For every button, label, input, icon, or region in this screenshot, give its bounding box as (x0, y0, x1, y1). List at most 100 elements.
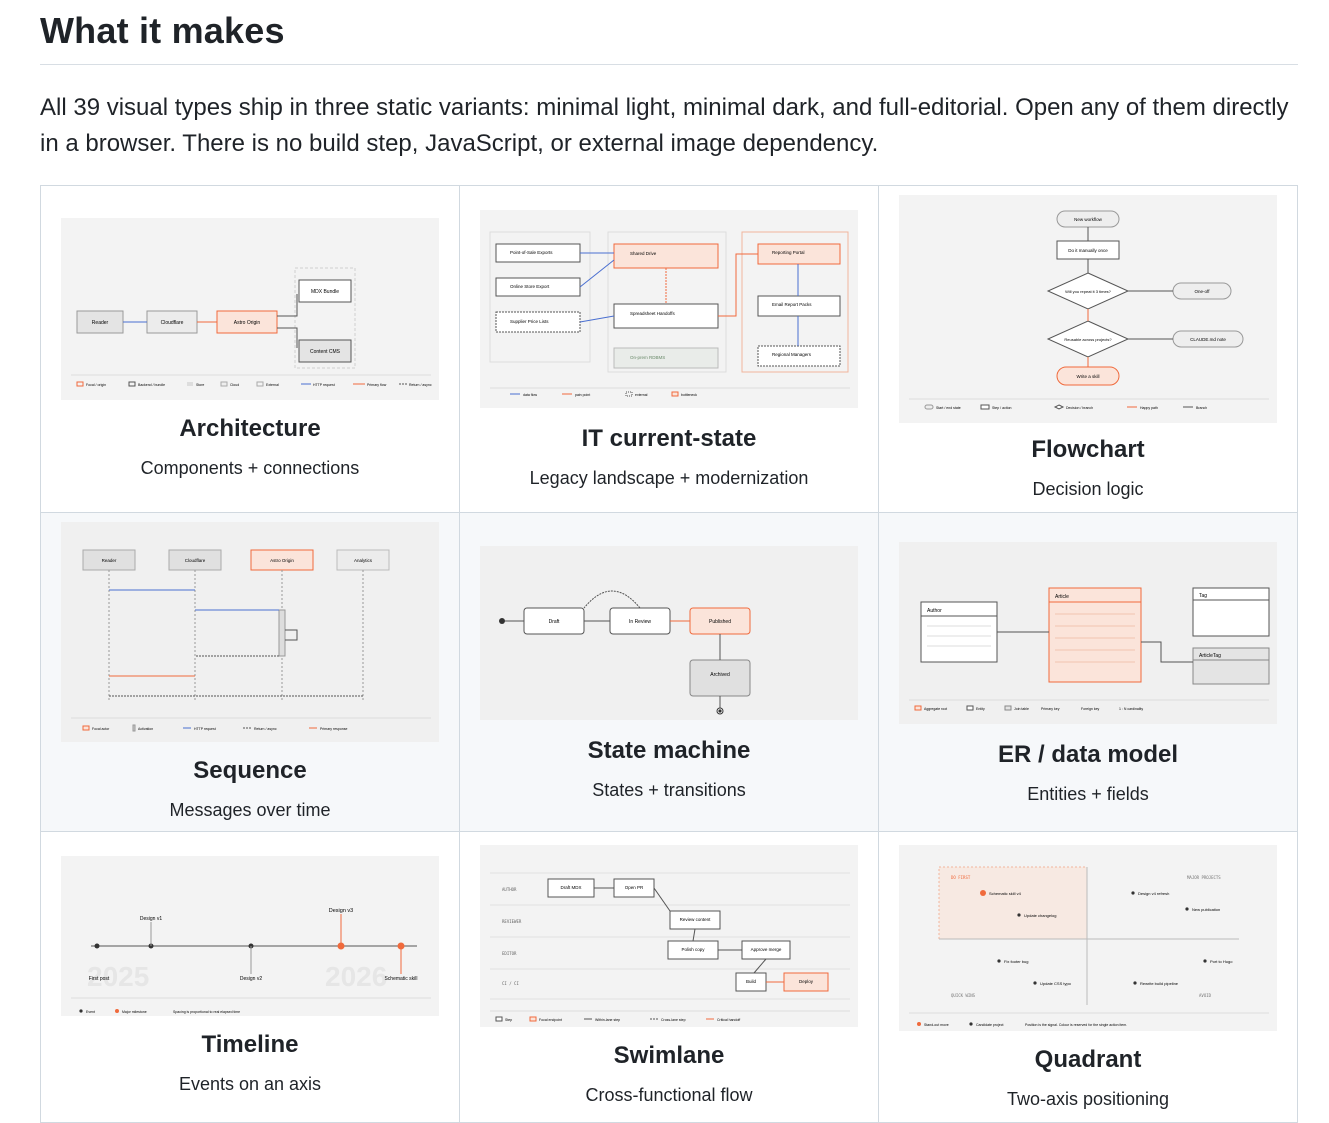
svg-text:Supplier Price Lists: Supplier Price Lists (510, 319, 549, 324)
svg-text:Cloud: Cloud (230, 383, 239, 387)
card-subtitle: States + transitions (592, 780, 746, 800)
swimlane-diagram: AUTHOR REVIEWER EDITOR CI / CI Draft MDX… (490, 872, 850, 1022)
swimlane-preview[interactable]: AUTHOR REVIEWER EDITOR CI / CI Draft MDX… (480, 845, 858, 1027)
svg-text:Primary response: Primary response (320, 727, 347, 731)
svg-text:Backend / bundle: Backend / bundle (138, 383, 165, 387)
svg-text:Draft MDX: Draft MDX (560, 885, 581, 890)
svg-text:New workflow: New workflow (1074, 217, 1103, 222)
card-swimlane: AUTHOR REVIEWER EDITOR CI / CI Draft MDX… (459, 831, 879, 1123)
svg-text:Focal / origin: Focal / origin (86, 383, 106, 387)
svg-text:Review content: Review content (680, 917, 712, 922)
svg-text:DO FIRST: DO FIRST (951, 875, 971, 880)
svg-text:Primary flow: Primary flow (367, 383, 387, 387)
svg-text:Major milestone: Major milestone (122, 1010, 147, 1014)
card-title: Sequence (193, 757, 307, 784)
sequence-preview[interactable]: Reader Cloudflare Astro Origin Analytics (61, 522, 439, 742)
intro-paragraph: All 39 visual types ship in three static… (40, 94, 1289, 157)
card-subtitle: Two-axis positioning (1006, 1089, 1170, 1109)
svg-text:One-off: One-off (1195, 289, 1211, 294)
flowchart-diagram: New workflow Do it manually once Will yo… (909, 210, 1269, 410)
svg-text:1 : N cardinality: 1 : N cardinality (1119, 707, 1143, 711)
svg-text:Focal endpoint: Focal endpoint (539, 1018, 562, 1022)
card-subtitle: Legacy landscape + modernization (529, 468, 809, 488)
svg-text:Step: Step (505, 1018, 512, 1022)
svg-text:Happy path: Happy path (1140, 406, 1158, 410)
svg-text:External: External (266, 383, 279, 387)
svg-text:Return / async: Return / async (254, 727, 277, 731)
svg-text:Return / async: Return / async (409, 383, 432, 387)
svg-text:Archived: Archived (710, 672, 730, 678)
svg-text:CLAUDE.md note: CLAUDE.md note (1190, 337, 1226, 342)
svg-text:Activation: Activation (138, 727, 153, 731)
flowchart-preview[interactable]: New workflow Do it manually once Will yo… (899, 195, 1277, 423)
svg-text:2025: 2025 (87, 961, 149, 992)
svg-text:Will you repeat it 3 times?: Will you repeat it 3 times? (1065, 289, 1112, 294)
svg-text:REVIEWER: REVIEWER (502, 919, 522, 924)
svg-text:ArticleTag: ArticleTag (1199, 653, 1221, 659)
svg-text:Fix footer bug: Fix footer bug (1004, 959, 1028, 964)
svg-text:Draft: Draft (549, 619, 560, 625)
svg-text:New publication: New publication (1192, 907, 1220, 912)
card-timeline: 2025 2026 First post Design v1 (40, 831, 460, 1123)
svg-text:HTTP request: HTTP request (313, 383, 335, 387)
card-quadrant: DO FIRST MAJOR PROJECTS QUICK WINS AVOID… (878, 831, 1298, 1123)
svg-text:Update changelog: Update changelog (1024, 913, 1056, 918)
card-title: Timeline (201, 1031, 299, 1058)
svg-text:Decision / branch: Decision / branch (1066, 406, 1093, 410)
card-subtitle: Components + connections (140, 458, 360, 478)
svg-text:Position is the signal. Colour: Position is the signal. Colour is reserv… (1025, 1023, 1127, 1027)
svg-text:QUICK WINS: QUICK WINS (951, 993, 976, 998)
svg-text:Within-lane step: Within-lane step (595, 1018, 620, 1022)
svg-text:Stand-out move: Stand-out move (924, 1023, 949, 1027)
timeline-preview[interactable]: 2025 2026 First post Design v1 (61, 856, 439, 1016)
quadrant-diagram: DO FIRST MAJOR PROJECTS QUICK WINS AVOID… (909, 866, 1269, 1027)
svg-text:Cloudflare: Cloudflare (185, 558, 206, 563)
svg-text:Approve merge: Approve merge (751, 947, 782, 952)
svg-text:bottleneck: bottleneck (681, 393, 697, 397)
svg-text:Schematic skill v4: Schematic skill v4 (989, 891, 1022, 896)
svg-text:Published: Published (709, 619, 731, 625)
svg-text:Spreadsheet Handoffs: Spreadsheet Handoffs (630, 311, 675, 316)
card-sequence: Reader Cloudflare Astro Origin Analytics (40, 512, 460, 832)
svg-text:Analytics: Analytics (354, 558, 373, 563)
quadrant-preview[interactable]: DO FIRST MAJOR PROJECTS QUICK WINS AVOID… (899, 845, 1277, 1031)
svg-text:Reader: Reader (92, 320, 109, 326)
er-data-model-preview[interactable]: Author Article Tag (899, 542, 1277, 724)
svg-text:Branch: Branch (1196, 406, 1207, 410)
svg-text:Deploy: Deploy (799, 979, 814, 984)
arch-node-mdx (298, 279, 352, 303)
svg-text:Primary key: Primary key (1041, 707, 1060, 711)
svg-text:2026: 2026 (325, 961, 387, 992)
architecture-preview[interactable]: Reader Cloudflare Astro Origin MDX Bundl… (61, 218, 439, 400)
state-machine-preview[interactable]: Draft In Review Published Archived (480, 546, 858, 720)
svg-text:HTTP request: HTTP request (194, 727, 216, 731)
svg-text:Do it manually once: Do it manually once (1068, 248, 1108, 253)
svg-text:Astro Origin: Astro Origin (234, 320, 261, 326)
svg-text:Reusable across projects?: Reusable across projects? (1064, 337, 1112, 342)
card-subtitle: Events on an axis (178, 1074, 322, 1094)
visual-types-table: Reader Cloudflare Astro Origin MDX Bundl… (40, 185, 1298, 1123)
svg-text:Port to Hugo: Port to Hugo (1210, 959, 1233, 964)
svg-text:Write a skill: Write a skill (1077, 374, 1100, 379)
svg-text:CI / CI: CI / CI (502, 981, 519, 986)
svg-text:On-prem RDBMS: On-prem RDBMS (630, 355, 665, 360)
card-title: Quadrant (1034, 1046, 1142, 1073)
architecture-diagram: Reader Cloudflare Astro Origin MDX Bundl… (71, 267, 432, 387)
svg-text:Update CSS typo: Update CSS typo (1040, 981, 1072, 986)
svg-text:MDX Bundle: MDX Bundle (311, 289, 339, 295)
svg-text:Polish copy: Polish copy (681, 947, 705, 952)
svg-text:Spacing is proportional to rea: Spacing is proportional to real elapsed … (173, 1010, 240, 1014)
card-title: Swimlane (613, 1042, 725, 1069)
svg-text:Design v2: Design v2 (240, 976, 262, 982)
arch-node-cms (298, 339, 352, 363)
timeline-diagram: 2025 2026 First post Design v1 (71, 908, 431, 1014)
svg-text:Article: Article (1055, 594, 1069, 600)
card-er-data-model: Author Article Tag (878, 512, 1298, 832)
svg-text:data flow: data flow (523, 393, 537, 397)
state-machine-diagram: Draft In Review Published Archived (499, 590, 751, 715)
it-current-state-preview[interactable]: Point-of-Sale Exports Online Store Expor… (480, 210, 858, 408)
svg-text:Astro Origin: Astro Origin (270, 558, 294, 563)
sequence-diagram: Reader Cloudflare Astro Origin Analytics (71, 549, 431, 732)
svg-text:Content CMS: Content CMS (310, 349, 341, 355)
card-subtitle: Entities + fields (1027, 784, 1149, 804)
